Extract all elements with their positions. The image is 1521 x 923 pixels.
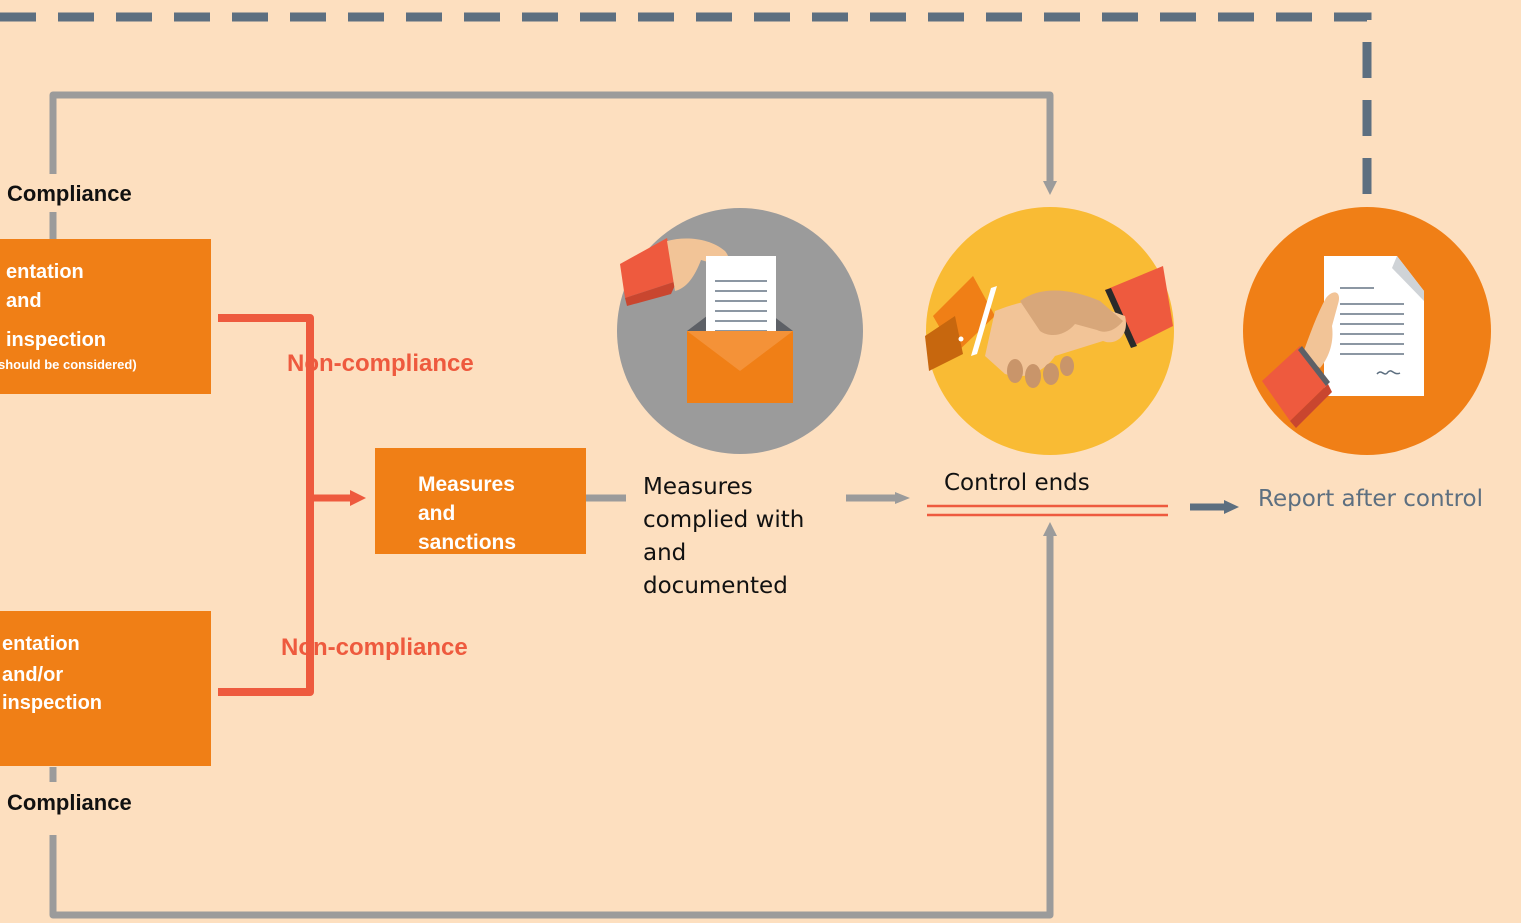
compliance-loop-bottom	[49, 535, 1054, 919]
box-bottom-line-1: entation	[2, 633, 80, 655]
report-document-icon	[1243, 207, 1491, 455]
report-after-control-label: Report after control	[1258, 486, 1484, 512]
compliance-label-top: Compliance	[7, 181, 132, 206]
non-compliance-label-top: Non-compliance	[287, 350, 474, 377]
arrow-head-right-gray	[895, 492, 910, 504]
compliance-label-bottom: Compliance	[7, 790, 132, 815]
box-top-line-3: inspection	[6, 329, 107, 351]
measures-box-line-2: and	[418, 502, 456, 525]
measures-box-line-3: sanctions	[418, 531, 517, 554]
box-top-line-1: entation	[6, 261, 84, 283]
document-envelope-icon	[617, 208, 863, 454]
dashed-report-connector	[0, 12, 1372, 198]
non-compliance-bracket	[218, 314, 314, 696]
box-top-line-2: and	[6, 290, 42, 312]
handshake-icon	[925, 207, 1174, 455]
non-compliance-label-bottom: Non-compliance	[281, 634, 468, 661]
arrow-head-up	[1043, 522, 1057, 536]
measures-complied-line-3: and	[643, 540, 687, 566]
measures-complied-line-1: Measures	[643, 474, 753, 500]
measures-complied-text: Measures complied with and documented	[643, 471, 804, 603]
arrow-head-right	[350, 490, 366, 506]
measures-complied-line-2: complied with	[643, 507, 805, 533]
measures-box-line-1: Measures	[418, 473, 515, 496]
compliance-loop-top	[49, 91, 1054, 182]
control-ends-label: Control ends	[944, 470, 1090, 496]
measures-complied-line-4: documented	[643, 573, 788, 599]
documentation-inspection-box-bottom: entation and/or inspection	[0, 611, 211, 766]
arrow-head-report	[1224, 500, 1239, 514]
measures-sanctions-box: Measures and sanctions	[375, 448, 586, 554]
box-top-note: should be considered)	[0, 357, 137, 372]
arrow-head-down	[1043, 181, 1057, 195]
box-bottom-line-3: inspection	[2, 692, 103, 714]
box-bottom-line-2: and/or	[2, 664, 64, 686]
documentation-inspection-box-top: entation and inspection should be consid…	[0, 239, 211, 394]
